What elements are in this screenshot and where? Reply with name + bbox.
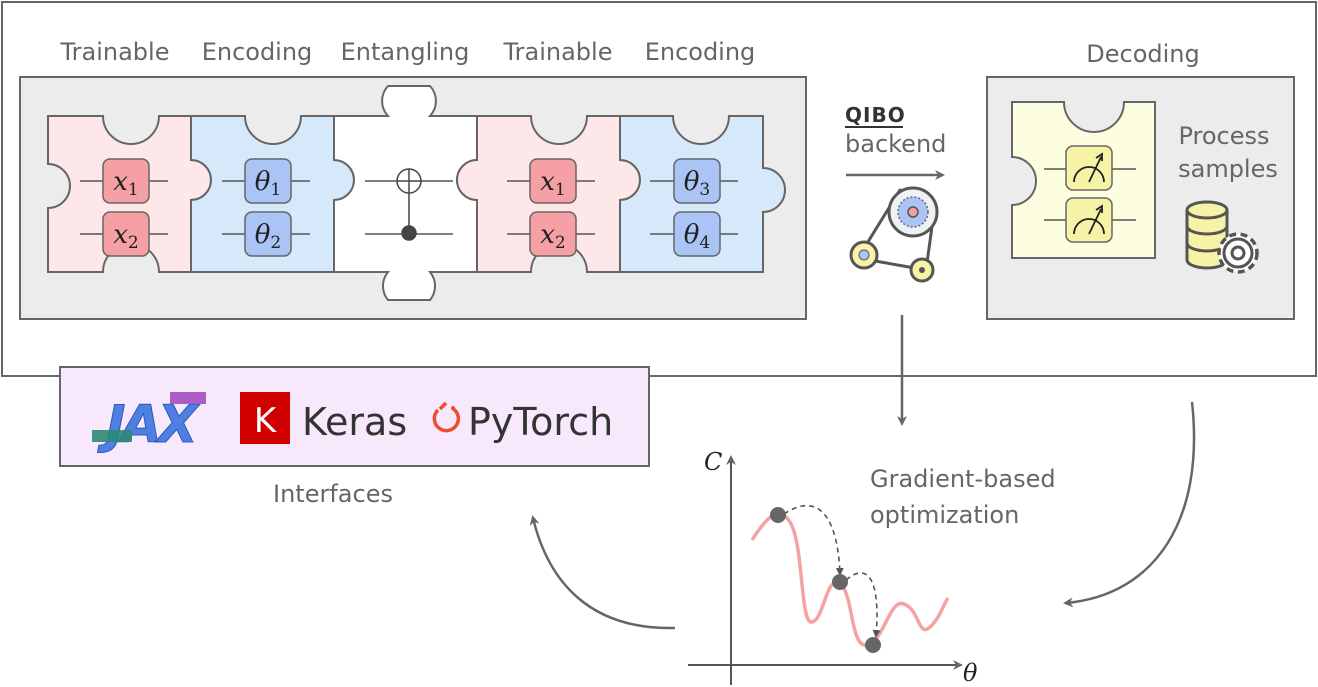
optimization-label-line1: Gradient-based bbox=[870, 465, 1056, 493]
svg-text:x2: x2 bbox=[113, 220, 139, 253]
svg-text:JAX: JAX bbox=[97, 395, 201, 455]
gate-p5-bottom: θ4 bbox=[673, 211, 721, 257]
keras-label: Keras bbox=[302, 400, 407, 444]
pytorch-logo: PyTorch bbox=[432, 400, 613, 444]
label-decoding: Decoding bbox=[1086, 40, 1199, 68]
database-gear-icon bbox=[1185, 200, 1259, 274]
gate-p4-bottom: x2 bbox=[529, 211, 577, 257]
step-arrow-1 bbox=[783, 504, 844, 576]
gate-p1-top: x1 bbox=[102, 158, 150, 204]
label-trainable-2: Trainable bbox=[503, 38, 613, 66]
label-entangling: Entangling bbox=[341, 38, 470, 66]
svg-text:θ2: θ2 bbox=[255, 220, 281, 253]
label-encoding-1: Encoding bbox=[202, 38, 313, 66]
x-axis-label: θ bbox=[963, 659, 978, 687]
hardware-icon bbox=[849, 186, 939, 283]
svg-text:QIBO: QIBO bbox=[845, 103, 906, 127]
svg-text:θ4: θ4 bbox=[684, 220, 710, 253]
cnot-gate bbox=[396, 168, 422, 241]
process-samples-line1: Process bbox=[1178, 122, 1269, 150]
qibo-logo: QIBO bbox=[845, 103, 906, 128]
cost-curve bbox=[750, 512, 950, 647]
svg-text:θ3: θ3 bbox=[684, 167, 710, 200]
keras-logo: K Keras bbox=[240, 392, 407, 444]
y-axis-label: C bbox=[704, 448, 722, 476]
svg-text:θ1: θ1 bbox=[255, 167, 281, 200]
interfaces-panel bbox=[59, 366, 650, 467]
label-encoding-2: Encoding bbox=[645, 38, 756, 66]
optimization-label-line2: optimization bbox=[870, 501, 1019, 529]
pytorch-label: PyTorch bbox=[468, 400, 613, 444]
optimization-plot: C θ bbox=[688, 448, 978, 687]
arrow-optimization-to-interfaces bbox=[529, 515, 676, 630]
interfaces-caption: Interfaces bbox=[273, 480, 393, 508]
svg-text:x1: x1 bbox=[113, 167, 139, 200]
backend-label: backend bbox=[845, 130, 946, 158]
pytorch-flame-icon bbox=[432, 401, 461, 433]
gate-p5-top: θ3 bbox=[673, 158, 721, 204]
gate-p1-bottom: x2 bbox=[102, 211, 150, 257]
opt-point-1 bbox=[770, 507, 786, 523]
measurement-gate-top bbox=[1065, 145, 1113, 191]
svg-text:x1: x1 bbox=[540, 167, 566, 200]
measurement-gate-bottom bbox=[1065, 197, 1113, 243]
svg-text:x2: x2 bbox=[540, 220, 566, 253]
jax-logo-icon: JAX bbox=[92, 392, 206, 456]
gate-p2-top: θ1 bbox=[244, 158, 292, 204]
opt-point-3 bbox=[865, 637, 881, 653]
label-trainable-1: Trainable bbox=[60, 38, 170, 66]
gate-p2-bottom: θ2 bbox=[244, 211, 292, 257]
opt-point-2 bbox=[832, 574, 848, 590]
arrow-decoding-to-optimization bbox=[1063, 401, 1196, 608]
gate-p4-top: x1 bbox=[529, 158, 577, 204]
process-samples-line2: samples bbox=[1178, 155, 1278, 183]
keras-badge-icon bbox=[240, 392, 290, 444]
step-arrow-2 bbox=[845, 572, 881, 638]
svg-text:K: K bbox=[254, 401, 278, 441]
